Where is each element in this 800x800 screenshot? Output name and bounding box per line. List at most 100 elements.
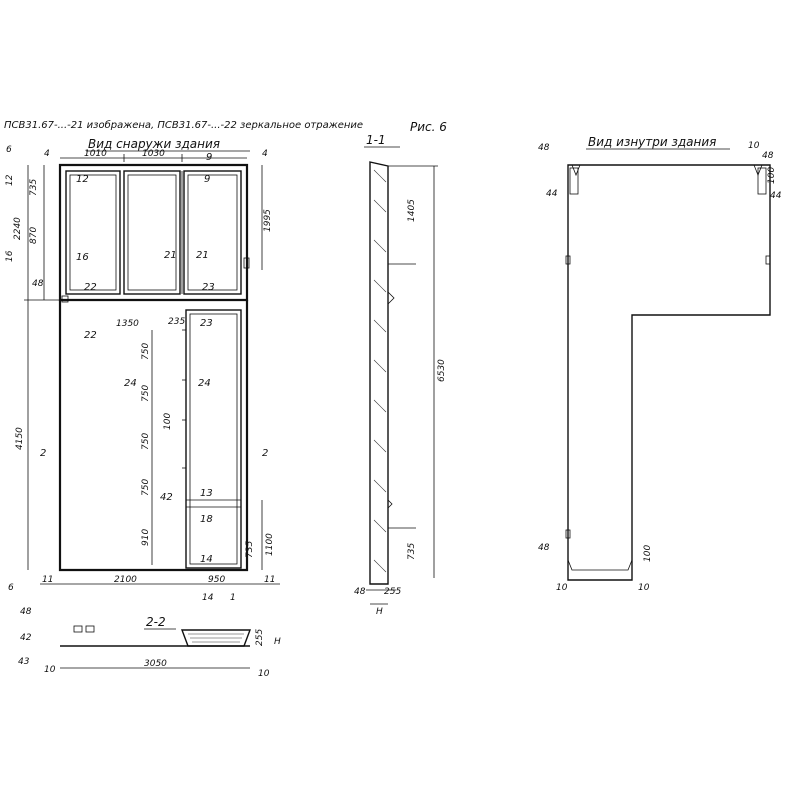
dim-stack-1: 750	[141, 343, 151, 360]
window-1-inner	[69, 174, 117, 291]
dim-corner-48: 48	[32, 279, 44, 289]
figure-label: Рис. 6	[410, 120, 447, 134]
mark-13: 13	[200, 488, 213, 499]
mark-23a: 23	[202, 282, 215, 293]
dim-overall-width: 2100	[114, 575, 137, 585]
window-3-inner	[187, 174, 238, 291]
section-1-notch-1	[387, 291, 395, 305]
mark-42: 42	[160, 492, 173, 503]
dim-top-left-offset: 4	[44, 149, 50, 159]
mark-18: 18	[200, 514, 213, 525]
outside-view: 4 1010 1030 4 6 12 2240 735 870 16 48 41…	[5, 145, 280, 603]
dim-win-right-height: 1995	[263, 209, 273, 232]
section-1-notch-2	[387, 499, 393, 509]
s2-depth: 255	[255, 629, 265, 646]
dim-top-right-offset: 4	[262, 149, 268, 159]
inside-outline	[567, 164, 771, 581]
outside-upper-outline	[58, 163, 249, 302]
door-opening	[185, 309, 242, 569]
section-2-2: 2-2 48 42 43 10 3050 255 H 10	[18, 607, 281, 679]
mark-23b: 23	[200, 318, 213, 329]
s2-h: H	[274, 637, 281, 647]
s1-base-48: 48	[354, 587, 366, 597]
dim-stack-5: 750	[141, 479, 151, 496]
dim-left-mark-16: 16	[5, 250, 15, 262]
s2-d42: 42	[20, 633, 32, 643]
dim-left-edge-6-top: 6	[6, 145, 12, 155]
dim-door-sub-2: 735	[245, 541, 255, 558]
s2-right-10: 10	[258, 669, 270, 679]
outside-view-title: Вид снаружи здания	[88, 137, 220, 151]
window-1	[65, 170, 121, 295]
dim-win2-width: 1030	[142, 149, 165, 159]
mark-22b: 22	[84, 330, 97, 341]
window-3	[183, 170, 242, 295]
s2-width: 3050	[144, 659, 167, 669]
mark-22a: 22	[84, 282, 97, 293]
dim-small-tick: 235	[168, 317, 185, 327]
dim-door-sub-1: 1100	[265, 533, 275, 556]
in-top-48-right: 48	[762, 151, 774, 161]
panel-note: ПСВ31.67-...-21 изображена, ПСВ31.67-...…	[4, 119, 363, 131]
s1-total: 6530	[437, 359, 447, 382]
in-top-48: 48	[538, 143, 550, 153]
dim-label-12-top: 12	[5, 174, 15, 186]
section-1-1: 1405 6530 735 48 255 H	[354, 161, 447, 617]
inside-left-block	[569, 167, 579, 195]
dim-left-sub2: 870	[29, 227, 39, 244]
in-top-10: 10	[748, 141, 760, 151]
window-2	[123, 170, 181, 295]
s1-upper: 1405	[407, 199, 417, 222]
mark-2a: 2	[40, 448, 46, 459]
section-2-lug-1	[73, 625, 83, 633]
inside-view: 48 10 48 44 44 100 48 100 10 10	[538, 141, 782, 593]
dim-stack-2: 750	[141, 385, 151, 402]
inside-right-block	[757, 167, 767, 195]
mark-12b: 12	[76, 174, 89, 185]
s2-d43: 43	[18, 657, 30, 667]
section-1-label: 1-1	[366, 133, 386, 147]
in-right-100: 100	[767, 167, 777, 184]
dim-stack-4: 750	[141, 433, 151, 450]
section-1-hatch	[373, 169, 387, 573]
dim-bottom-1: 1	[230, 593, 236, 603]
mark-9b: 9	[204, 174, 210, 185]
dim-bottom-11-left: 11	[42, 575, 53, 585]
section-2-lug-2	[85, 625, 95, 633]
dim-bottom-11-right: 11	[264, 575, 275, 585]
section-1-body	[369, 161, 389, 585]
inside-left-lug	[565, 255, 571, 265]
dim-stack-6: 910	[141, 529, 151, 546]
corner-block-48	[61, 295, 69, 303]
mark-21a: 21	[164, 250, 177, 261]
mark-24b: 24	[198, 378, 211, 389]
inside-bottom-step	[567, 559, 633, 571]
mark-9a: 9	[206, 152, 212, 163]
dim-door-width: 950	[208, 575, 225, 585]
dim-bottom-14: 14	[202, 593, 214, 603]
dim-win-left-height: 2240	[13, 217, 23, 240]
inside-top-left-notch	[571, 164, 581, 177]
in-bottom-10-right: 10	[638, 583, 650, 593]
s2-d48: 48	[20, 607, 32, 617]
in-bottom-100: 100	[643, 545, 653, 562]
dim-left-edge-6-bottom: 6	[8, 583, 14, 593]
in-bottom-48: 48	[538, 543, 550, 553]
dim-win1-width: 1010	[84, 149, 107, 159]
inside-view-title: Вид изнутри здания	[588, 135, 716, 149]
s1-bottom: 735	[407, 543, 417, 560]
in-left-44: 44	[546, 189, 558, 199]
mark-16: 16	[76, 252, 89, 263]
mark-21b: 21	[196, 250, 209, 261]
door-inner	[189, 313, 238, 565]
outside-lower-outline	[58, 300, 249, 572]
section-2-channel	[180, 629, 252, 647]
in-right-44: 44	[770, 191, 782, 201]
inside-lower-lug	[565, 529, 571, 539]
dim-lower-height: 4150	[15, 427, 25, 450]
dim-left-sub1: 735	[29, 179, 39, 196]
dim-lower-inner-width: 1350	[116, 319, 139, 329]
s1-base-255: 255	[384, 587, 401, 597]
s2-d10: 10	[44, 665, 56, 675]
